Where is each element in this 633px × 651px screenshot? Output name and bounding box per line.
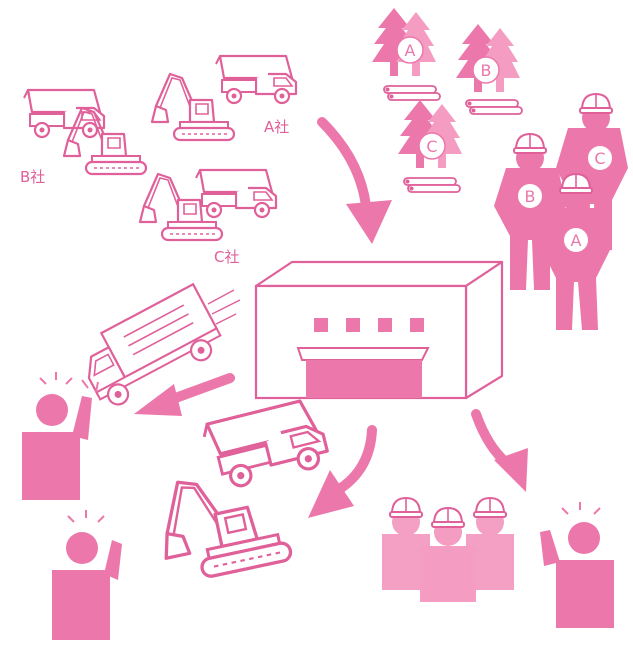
construction-worker-icon <box>390 498 422 517</box>
tree-cluster-a: A <box>372 8 440 100</box>
person-raising-hand-icon <box>562 502 600 514</box>
client-person-2 <box>52 510 122 640</box>
worker-label-c: C <box>594 149 605 168</box>
dump-truck-icon <box>201 398 330 492</box>
log-pile-icon <box>384 86 440 100</box>
construction-worker-icon <box>432 508 464 527</box>
worker-label-a: A <box>571 231 582 250</box>
speed-lines <box>208 290 240 324</box>
worker-group <box>382 498 514 602</box>
company-c-label: C社 <box>214 248 239 266</box>
client-person-1 <box>22 372 98 500</box>
worker-label-b: B <box>525 187 536 206</box>
arrow-icon <box>346 200 392 244</box>
construction-worker-icon <box>514 134 546 153</box>
tree-cluster-c: C <box>398 100 462 192</box>
person-raising-hand-icon <box>68 510 104 522</box>
company-b-label: B社 <box>20 168 45 186</box>
tree-label-c: C <box>426 137 437 156</box>
excavator-icon <box>151 462 292 584</box>
construction-worker-icon <box>580 94 612 113</box>
construction-worker-icon <box>474 498 506 517</box>
company-a-machinery: A社 <box>152 56 296 140</box>
arrow-icon <box>134 384 182 416</box>
tree-label-b: B <box>481 61 492 80</box>
company-b-machinery: B社 <box>20 90 146 186</box>
company-c-machinery: C社 <box>140 170 276 266</box>
delivered-machinery <box>151 398 330 585</box>
log-pile-icon <box>404 178 460 192</box>
arrow-into-factory <box>322 122 392 244</box>
arrow-to-workers <box>476 414 528 492</box>
tree-label-a: A <box>405 41 416 60</box>
factory <box>256 262 502 398</box>
company-a-label: A社 <box>264 118 289 136</box>
client-person-3 <box>540 502 614 628</box>
person-raising-hand-icon <box>40 372 72 384</box>
arrow-to-client <box>134 378 230 416</box>
log-pile-icon <box>466 100 522 114</box>
dump-truck-icon <box>196 170 276 217</box>
tree-cluster-b: B <box>456 24 522 114</box>
dump-truck-icon <box>216 56 296 103</box>
